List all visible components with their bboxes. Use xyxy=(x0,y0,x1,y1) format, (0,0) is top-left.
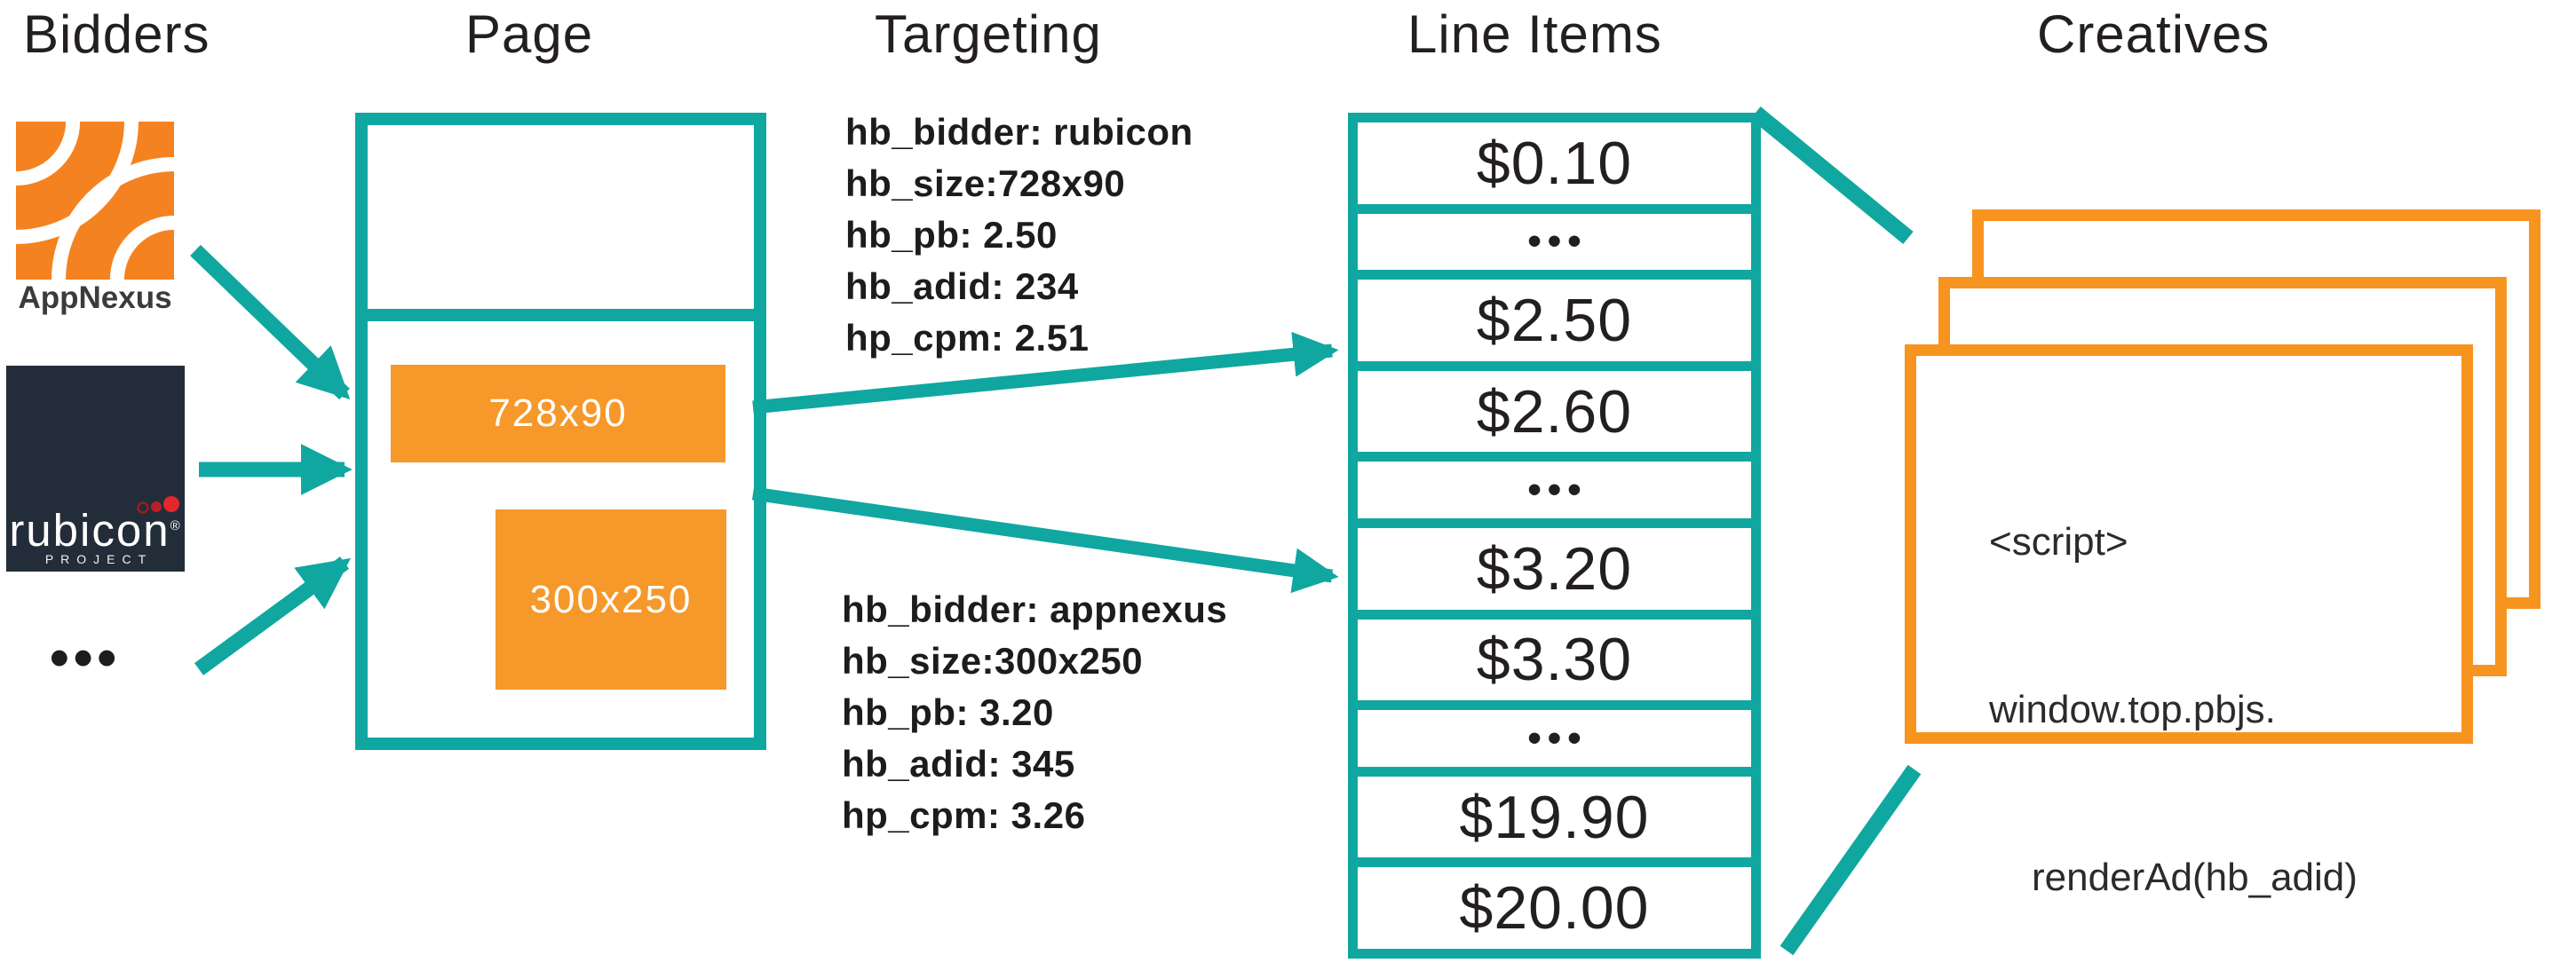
more-bidders-ellipsis: ••• xyxy=(50,628,122,689)
arrow-more-bidders-to-page xyxy=(194,556,351,675)
line-lineitems-to-creatives-bottom xyxy=(1779,764,1922,956)
line-item-row: $19.90 xyxy=(1459,783,1650,851)
column-header-page: Page xyxy=(465,4,594,64)
targeting-line: hb_adid: 234 xyxy=(845,265,1079,307)
creative-card-front: <script> window.top.pbjs. renderAd(hb_ad… xyxy=(1905,344,2473,899)
code-line: window.top.pbjs. xyxy=(1989,688,2276,731)
line-lineitems-to-creatives-top xyxy=(1750,107,1914,244)
rubicon-dots-icon xyxy=(137,496,179,514)
code-line: <script> xyxy=(1989,520,2128,564)
column-header-creatives: Creatives xyxy=(2037,4,2271,64)
line-item-row: $3.20 xyxy=(1476,534,1633,603)
line-item-row: $20.00 xyxy=(1459,874,1650,943)
line-item-row-ellipsis: ••• xyxy=(1527,219,1588,264)
row-divider xyxy=(1358,857,1751,868)
rubicon-project-subtitle: PROJECT xyxy=(44,552,154,566)
column-header-targeting: Targeting xyxy=(875,4,1102,64)
targeting-line: hb_adid: 345 xyxy=(842,743,1075,785)
targeting-block-appnexus: hb_bidder: appnexus hb_size:300x250 hb_p… xyxy=(842,584,1227,841)
page-header-divider xyxy=(367,309,755,321)
line-item-row: $0.10 xyxy=(1476,129,1633,197)
row-divider xyxy=(1358,270,1751,280)
appnexus-logo-icon xyxy=(16,122,174,280)
targeting-line: hb_bidder: rubicon xyxy=(845,111,1193,153)
targeting-line: hb_bidder: appnexus xyxy=(842,588,1228,630)
line-item-row-ellipsis: ••• xyxy=(1527,468,1588,512)
row-divider xyxy=(1358,766,1751,777)
line-item-row: $2.50 xyxy=(1476,286,1633,354)
creative-script-code: <script> window.top.pbjs. renderAd(hb_ad… xyxy=(1989,402,2358,963)
registered-mark: ® xyxy=(170,518,182,533)
targeting-block-rubicon: hb_bidder: rubicon hb_size:728x90 hb_pb:… xyxy=(845,107,1193,364)
rubicon-logo: rubicon® PROJECT xyxy=(6,366,185,572)
row-divider xyxy=(1358,203,1751,214)
targeting-line: hb_pb: 3.20 xyxy=(842,691,1054,733)
column-header-line-items: Line Items xyxy=(1407,4,1662,64)
arrow-page-to-line-item-320 xyxy=(751,486,1339,594)
row-divider xyxy=(1358,517,1751,528)
row-divider xyxy=(1358,360,1751,371)
ad-slot-728x90: 728x90 xyxy=(391,365,725,462)
ad-slot-300x250-label: 300x250 xyxy=(529,577,693,621)
rubicon-wordmark: rubicon® xyxy=(9,505,182,556)
column-header-bidders: Bidders xyxy=(23,4,210,64)
targeting-line: hp_cpm: 3.26 xyxy=(842,794,1086,836)
targeting-line: hb_size:300x250 xyxy=(842,640,1144,682)
ad-slot-300x250: 300x250 xyxy=(495,509,726,690)
targeting-line: hb_pb: 2.50 xyxy=(845,214,1058,256)
targeting-line: hb_size:728x90 xyxy=(845,162,1126,204)
line-items-table: $0.10 ••• $2.50 $2.60 ••• $3.20 $3.30 ••… xyxy=(1348,113,1761,959)
targeting-line: hp_cpm: 2.51 xyxy=(845,317,1090,359)
code-line: renderAd(hb_adid) xyxy=(2032,856,2358,899)
line-item-row: $2.60 xyxy=(1476,377,1633,446)
line-item-row: $3.30 xyxy=(1476,626,1633,694)
row-divider xyxy=(1358,452,1751,462)
arrow-appnexus-to-page xyxy=(190,244,351,400)
row-divider xyxy=(1358,700,1751,711)
row-divider xyxy=(1358,609,1751,620)
page-wireframe: 728x90 300x250 xyxy=(355,113,766,750)
line-item-row-ellipsis: ••• xyxy=(1527,715,1588,760)
appnexus-bidder-label: AppNexus xyxy=(18,280,172,315)
ad-slot-728x90-label: 728x90 xyxy=(488,391,628,435)
